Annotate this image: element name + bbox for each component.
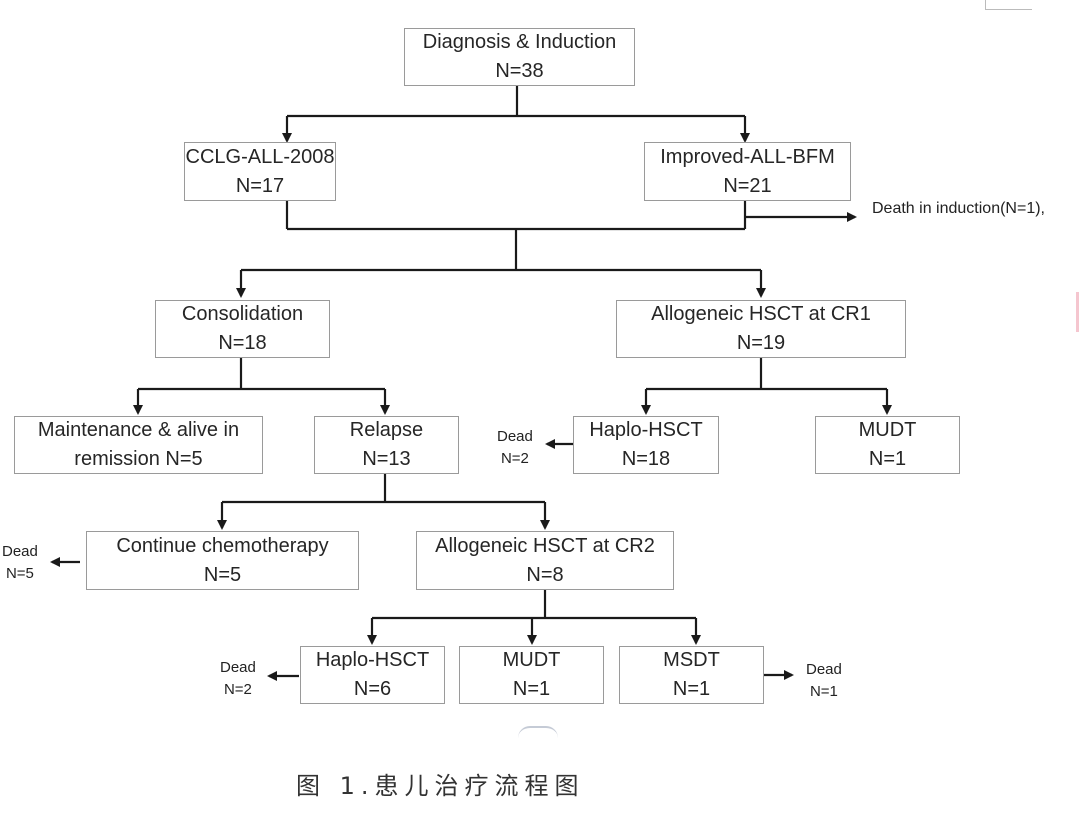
node-count: N=1 xyxy=(868,448,907,470)
figure-caption: 图 1.患儿治疗流程图 xyxy=(296,772,585,800)
node-count: N=1 xyxy=(512,678,551,700)
node-label: Allogeneic HSCT at CR1 xyxy=(651,303,871,325)
node-count: N=18 xyxy=(621,448,671,470)
outcome-death-in-induction: Death in induction(N=1), xyxy=(872,200,1045,217)
node-label: Continue chemotherapy xyxy=(116,534,329,557)
node-count: N=38 xyxy=(495,60,544,82)
node-relapse: Relapse N=13 xyxy=(314,416,459,474)
node-label: CCLG-ALL-2008 xyxy=(185,145,335,168)
node-label: Relapse xyxy=(349,419,424,441)
outcome-dead-msdt-cr2: Dead N=1 xyxy=(806,659,842,703)
node-improved-all-bfm: Improved-ALL-BFM N=21 xyxy=(644,142,851,201)
outcome-count: N=2 xyxy=(500,450,529,467)
node-label: Haplo-HSCT xyxy=(315,649,430,671)
node-haplo-hsct-cr2: Haplo-HSCT N=6 xyxy=(300,646,445,704)
watermark-mark xyxy=(518,726,558,738)
node-label: Consolidation xyxy=(181,303,304,325)
outcome-dead-chemo: Dead N=5 xyxy=(2,541,38,585)
node-label: Haplo-HSCT xyxy=(589,419,703,441)
node-count: remission N=5 xyxy=(74,448,203,470)
node-label: MSDT xyxy=(663,649,720,671)
outcome-label: Dead xyxy=(497,428,533,445)
corner-crop-mark xyxy=(985,0,1032,10)
outcome-label: Dead xyxy=(2,543,38,560)
node-count: N=18 xyxy=(218,332,267,354)
node-mudt-cr2: MUDT N=1 xyxy=(459,646,604,704)
node-mudt-cr1: MUDT N=1 xyxy=(815,416,960,474)
node-allogeneic-hsct-cr1: Allogeneic HSCT at CR1 N=19 xyxy=(616,300,906,358)
node-count: N=1 xyxy=(672,678,711,700)
node-count: N=6 xyxy=(353,678,392,700)
node-maintenance-alive: Maintenance & alive in remission N=5 xyxy=(14,416,263,474)
edge-mark xyxy=(1076,292,1079,332)
outcome-count: N=1 xyxy=(809,683,838,700)
node-allogeneic-hsct-cr2: Allogeneic HSCT at CR2 N=8 xyxy=(416,531,674,590)
node-diagnosis-induction: Diagnosis & Induction N=38 xyxy=(404,28,635,86)
node-count: N=13 xyxy=(362,448,411,470)
node-count: N=5 xyxy=(203,563,242,586)
node-label: Diagnosis & Induction xyxy=(422,31,617,53)
node-label: Maintenance & alive in xyxy=(37,419,240,441)
outcome-count: N=5 xyxy=(5,565,34,582)
node-haplo-hsct-cr1: Haplo-HSCT N=18 xyxy=(573,416,719,474)
outcome-count: N=2 xyxy=(223,681,252,698)
node-count: N=17 xyxy=(235,174,285,197)
outcome-dead-haplo-cr1: Dead N=2 xyxy=(497,426,533,470)
node-label: MUDT xyxy=(502,649,561,671)
node-label: MUDT xyxy=(858,419,917,441)
node-consolidation: Consolidation N=18 xyxy=(155,300,330,358)
node-label: Improved-ALL-BFM xyxy=(660,145,835,168)
outcome-label: Dead xyxy=(806,661,842,678)
outcome-label: Dead xyxy=(220,659,256,676)
node-count: N=21 xyxy=(723,174,772,197)
outcome-dead-haplo-cr2: Dead N=2 xyxy=(220,657,256,701)
node-msdt-cr2: MSDT N=1 xyxy=(619,646,764,704)
node-cclg-all-2008: CCLG-ALL-2008 N=17 xyxy=(184,142,336,201)
node-count: N=19 xyxy=(736,332,786,354)
node-count: N=8 xyxy=(526,563,564,586)
node-continue-chemotherapy: Continue chemotherapy N=5 xyxy=(86,531,359,590)
node-label: Allogeneic HSCT at CR2 xyxy=(435,534,655,557)
